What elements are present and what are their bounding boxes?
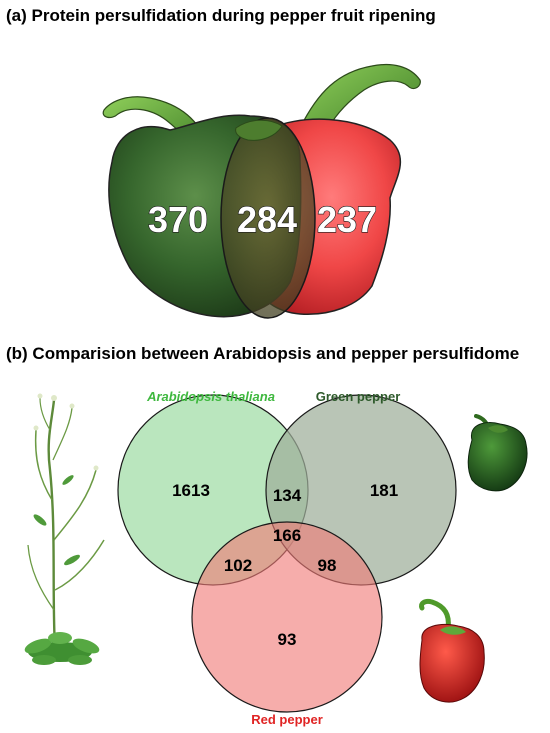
- count-all-three: 166: [273, 526, 301, 545]
- count-red-only: 93: [278, 630, 297, 649]
- count-green-only: 181: [370, 481, 398, 500]
- arabidopsis-plant-icon: [24, 393, 105, 665]
- count-arabidopsis-only: 1613: [172, 481, 210, 500]
- green-pepper-stem-icon: [102, 96, 211, 162]
- count-green-only: 370: [148, 199, 208, 240]
- count-green-red: 98: [318, 556, 337, 575]
- count-green-red-overlap: 284: [237, 199, 297, 240]
- green-pepper-icon: [467, 414, 528, 492]
- count-arabidopsis-red: 102: [224, 556, 252, 575]
- count-red-only: 237: [317, 199, 377, 240]
- venn-circle-red-pepper: [191, 521, 383, 713]
- label-red-pepper: Red pepper: [251, 712, 323, 727]
- panel-a-pepper-venn: 370 284 237: [102, 63, 421, 319]
- red-pepper-icon: [419, 599, 485, 703]
- label-green-pepper: Green pepper: [316, 389, 401, 404]
- panel-a-title: (a) Protein persulfidation during pepper…: [6, 6, 436, 25]
- calyx-icon: [235, 119, 283, 141]
- label-arabidopsis: Arabidopsis thaliana: [146, 389, 275, 404]
- pepper-overlap-region: [220, 117, 316, 319]
- count-arabidopsis-green: 134: [273, 486, 302, 505]
- panel-b-venn: Arabidopsis thaliana Green pepper Red pe…: [117, 389, 457, 727]
- panel-b-title: (b) Comparision between Arabidopsis and …: [6, 344, 520, 363]
